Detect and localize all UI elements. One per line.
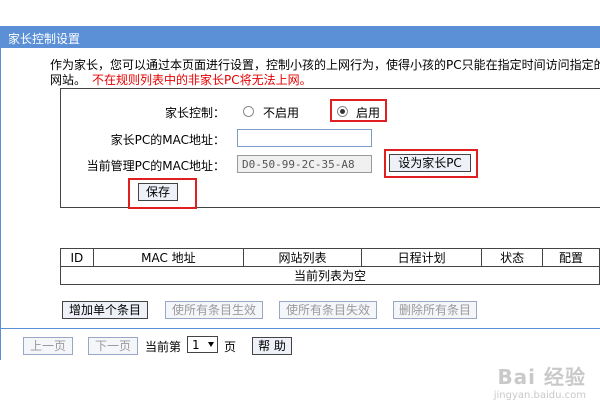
table-header-row: ID MAC 地址 网站列表 日程计划 状态 配置 xyxy=(60,248,600,267)
add-entry-button[interactable]: 增加单个条目 xyxy=(62,301,148,319)
table-row: 当前列表为空 xyxy=(60,266,600,285)
parental-control-label: 家长控制： xyxy=(164,106,225,120)
save-button[interactable]: 保存 xyxy=(138,183,178,201)
description-text: 网站。 xyxy=(50,73,87,87)
description-line-1: 作为家长，您可以通过本页面进行设置，控制小孩的上网行为，使得小孩的PC只能在指定… xyxy=(50,58,600,72)
help-button[interactable]: 帮 助 xyxy=(252,337,292,355)
delete-all-button[interactable]: 删除所有条目 xyxy=(393,301,477,319)
warning-text: 不在规则列表中的非家长PC将无法上网。 xyxy=(92,73,312,87)
description-line-2: 网站。不在规则列表中的非家长PC将无法上网。 xyxy=(50,71,312,88)
settings-form xyxy=(60,88,600,208)
current-page-label: 当前第 xyxy=(145,340,182,354)
enable-highlight-box xyxy=(330,99,387,122)
divider xyxy=(0,328,600,329)
parent-mac-input[interactable] xyxy=(237,129,372,147)
chevron-down-icon xyxy=(208,342,214,347)
current-mac-input[interactable] xyxy=(237,155,372,173)
set-parent-pc-button[interactable]: 设为家长PC xyxy=(389,154,471,172)
page-suffix-label: 页 xyxy=(224,340,237,354)
empty-list-message: 当前列表为空 xyxy=(60,266,600,285)
current-mac-label: 当前管理PC的MAC地址： xyxy=(86,159,225,173)
page-select[interactable]: 1 xyxy=(187,336,218,353)
enable-all-button[interactable]: 使所有条目生效 xyxy=(165,301,263,319)
content-panel xyxy=(0,48,599,360)
radio-disable-label[interactable]: 不启用 xyxy=(263,106,300,120)
radio-enable[interactable] xyxy=(337,106,348,117)
column-schedule: 日程计划 xyxy=(360,248,483,267)
save-highlight-box xyxy=(128,178,197,209)
column-config: 配置 xyxy=(542,248,600,267)
prev-page-button[interactable]: 上一页 xyxy=(23,337,73,355)
set-parent-highlight-box xyxy=(384,149,478,178)
disable-all-button[interactable]: 使所有条目失效 xyxy=(279,301,377,319)
column-id: ID xyxy=(60,248,94,267)
page-title-bar: 家长控制设置 xyxy=(0,26,600,48)
radio-disable[interactable] xyxy=(243,106,254,117)
watermark-brand: Bai 经验 xyxy=(497,365,586,389)
watermark-site: jingyan.baidu.com xyxy=(493,390,586,401)
parent-mac-label: 家长PC的MAC地址： xyxy=(110,133,225,147)
page-select-value: 1 xyxy=(192,338,200,352)
radio-enable-label[interactable]: 启用 xyxy=(356,106,381,120)
column-websites: 网站列表 xyxy=(243,248,362,267)
next-page-button[interactable]: 下一页 xyxy=(88,337,138,355)
column-status: 状态 xyxy=(481,248,544,267)
watermark: Bai 经验 jingyan.baidu.com xyxy=(494,361,586,401)
column-mac: MAC 地址 xyxy=(92,248,245,267)
page-title: 家长控制设置 xyxy=(8,32,81,46)
rules-table: ID MAC 地址 网站列表 日程计划 状态 配置 当前列表为空 xyxy=(60,248,600,285)
